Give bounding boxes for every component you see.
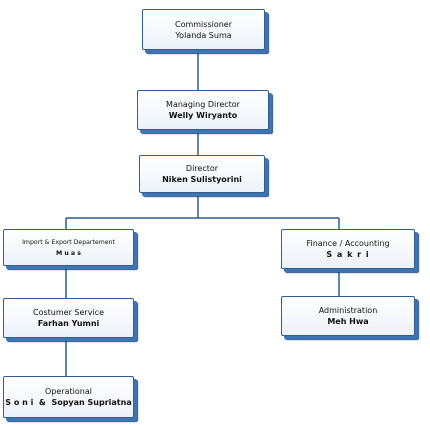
commissioner-name: Yolanda Suma [175,30,232,40]
finance-role: Finance / Accounting [306,239,390,248]
finance-box: Finance / Accounting S a k r i [281,229,415,269]
managing-director-box: Managing Director Welly Wiryanto [137,90,269,130]
administration-name: Meh Hwa [327,317,369,326]
commissioner-box: Commissioner Yolanda Suma [142,9,265,50]
managing-director-name: Welly Wiryanto [168,111,238,120]
import-export-role: Import & Export Departement [22,238,115,246]
customer-service-role: Costumer Service [33,308,104,317]
import-export-box: Import & Export Departement M u a s [3,229,134,266]
operational-box: Operational S o n i & Sopyan Supriatna [3,376,134,418]
customer-service-box: Costumer Service Farhan Yumni [3,298,134,338]
operational-role: Operational [45,387,92,396]
director-name: Niken Sulistyorini [162,175,242,184]
director-role: Director [185,164,219,173]
operational-name: S o n i & Sopyan Supriatna [5,398,132,407]
commissioner-role: Commissioner [174,19,233,29]
finance-name: S a k r i [326,250,370,259]
import-export-name: M u a s [56,249,81,257]
administration-box: Administration Meh Hwa [281,296,415,336]
managing-director-role: Managing Director [166,100,240,109]
director-box: Director Niken Sulistyorini [139,155,265,193]
administration-role: Administration [318,306,378,315]
customer-service-name: Farhan Yumni [37,319,100,328]
